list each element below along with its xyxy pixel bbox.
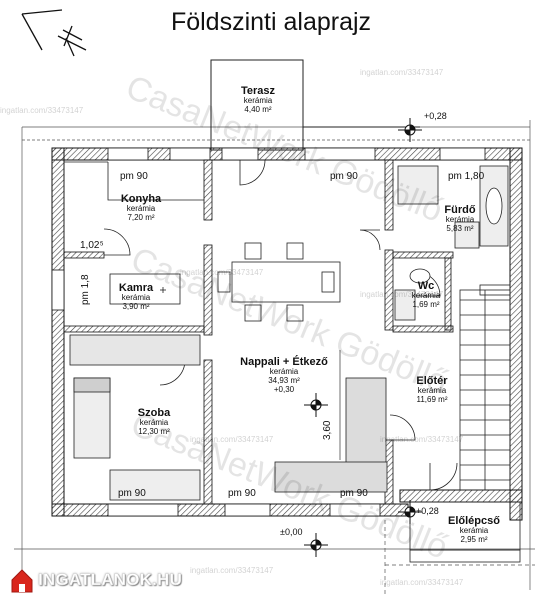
staircase xyxy=(459,284,511,491)
level-bottom-right: +0,28 xyxy=(416,506,439,516)
room-name: Nappali + Étkező xyxy=(240,356,328,368)
level-bottom-center: ±0,00 xyxy=(280,527,303,537)
bedroom-furniture xyxy=(73,377,201,501)
room-area: 34,93 m² xyxy=(268,375,300,385)
dim-pm-bottom-2: pm 90 xyxy=(340,488,368,499)
room-label-konyha: Konyha kerámia 7,20 m² xyxy=(121,193,161,223)
room-name: Kamra xyxy=(118,282,154,294)
room-area: 5,83 m² xyxy=(446,223,474,233)
room-name: Terasz xyxy=(240,85,276,97)
page-title: Földszinti alaprajz xyxy=(170,8,372,36)
room-area: 7,20 m² xyxy=(127,212,155,222)
room-name: Szoba xyxy=(137,407,171,419)
room-level: +0,30 xyxy=(273,384,295,394)
room-name: Konyha xyxy=(120,193,162,205)
room-label-furdo: Fürdő kerámia 5,83 m² xyxy=(444,204,475,234)
room-name: Wc xyxy=(417,280,435,292)
dim-pm-kamra: pm 1,8 xyxy=(80,274,91,305)
dining-table xyxy=(217,242,341,322)
front-step xyxy=(409,501,521,563)
room-label-elolepcso: Előlépcső kerámia 2,95 m² xyxy=(448,515,500,545)
room-material: kerámia xyxy=(126,204,156,214)
room-material: kerámia xyxy=(417,386,447,396)
room-area: 1,69 m² xyxy=(412,299,440,309)
dim-pm-furdo: pm 1,80 xyxy=(448,171,485,182)
dim-height-360: 3,60 xyxy=(322,420,333,440)
room-label-terasz: Terasz kerámia 4,40 m² xyxy=(241,85,275,115)
room-material: kerámia xyxy=(139,418,169,428)
living-furniture xyxy=(69,334,388,493)
logo-house-icon xyxy=(11,569,33,593)
window-openings xyxy=(51,147,486,517)
room-material: kerámia xyxy=(459,526,489,536)
logo-text: INGATLANOK.HU xyxy=(38,570,182,590)
room-label-nappali: Nappali + Étkező kerámia 34,93 m² +0,30 xyxy=(240,356,328,394)
logo-spacer xyxy=(8,568,34,592)
room-material: kerámia xyxy=(411,291,441,301)
level-top-right: +0,28 xyxy=(424,111,447,121)
dim-width-102: 1,02⁵ xyxy=(80,240,104,251)
room-area: 2,95 m² xyxy=(460,534,488,544)
dimension-lines xyxy=(14,120,535,595)
level-markers xyxy=(304,118,422,557)
room-label-kamra: Kamra kerámia 3,90 m² xyxy=(119,282,153,312)
kitchen-counter xyxy=(63,161,204,305)
dim-pm-nappali-top: pm 90 xyxy=(330,171,358,182)
room-material: kerámia xyxy=(269,367,299,377)
ingatlanok-logo[interactable]: INGATLANOK.HU xyxy=(8,566,182,594)
room-area: 12,30 m² xyxy=(138,426,170,436)
interior-walls xyxy=(63,159,454,505)
room-name: Fürdő xyxy=(444,204,476,216)
dim-pm-szoba: pm 90 xyxy=(118,488,146,499)
room-area: 11,69 m² xyxy=(416,394,448,404)
dim-pm-konyha: pm 90 xyxy=(120,171,148,182)
dim-pm-bottom-1: pm 90 xyxy=(228,488,256,499)
bathroom-fixtures xyxy=(394,165,509,321)
room-label-eloter: Előtér kerámia 11,69 m² xyxy=(416,375,447,405)
room-area: 3,90 m² xyxy=(122,301,150,311)
room-material: kerámia xyxy=(121,293,151,303)
room-name: Előtér xyxy=(416,375,448,387)
north-arrow-icon xyxy=(21,9,87,57)
room-material: kerámia xyxy=(243,96,273,106)
room-label-wc: Wc kerámia 1,69 m² xyxy=(412,280,440,310)
room-area: 4,40 m² xyxy=(244,104,272,114)
room-material: kerámia xyxy=(445,215,475,225)
room-name: Előlépcső xyxy=(448,515,500,527)
room-label-szoba: Szoba kerámia 12,30 m² xyxy=(138,407,170,437)
